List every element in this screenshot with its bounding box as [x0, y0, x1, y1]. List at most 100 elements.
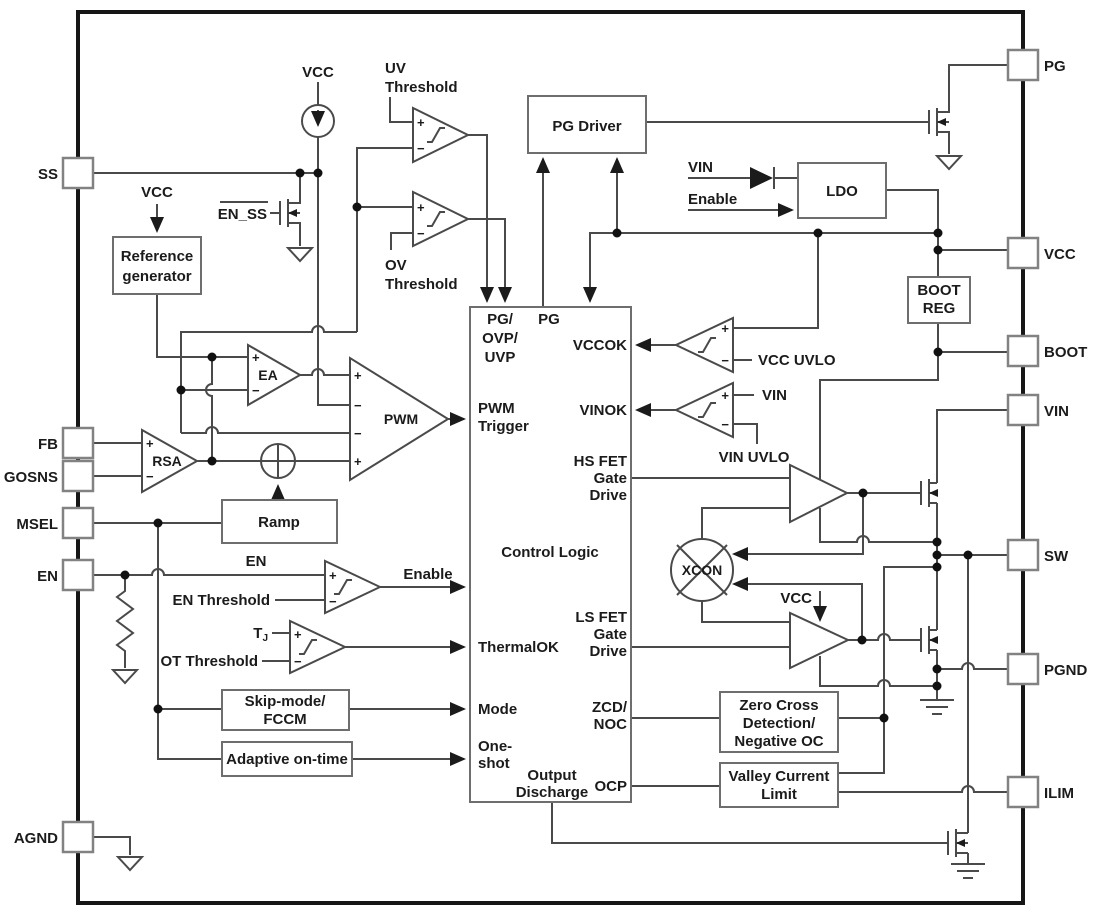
- plus-sign: +: [721, 321, 729, 336]
- pwm-label: PWM: [384, 411, 418, 427]
- pin-vin: [1006, 393, 1040, 427]
- ground-pgnd: [920, 699, 954, 715]
- junction-dots: [120, 168, 973, 723]
- pin-vin-label: VIN: [1044, 403, 1069, 420]
- xcon-label: XCON: [682, 562, 722, 578]
- signal-labels: VCC VCC EN_SS UV Threshold OV Threshold …: [141, 60, 836, 670]
- pg-fet: [928, 108, 946, 136]
- minus-sign: −: [721, 417, 729, 432]
- pg-driver-block: PG Driver: [527, 95, 647, 154]
- port-hs-fet-2: Gate: [594, 470, 627, 487]
- plus-sign: +: [252, 350, 260, 365]
- zero-cross-label-1: Zero Cross: [739, 697, 818, 714]
- pin-vcc-label: VCC: [1044, 246, 1076, 263]
- uv-threshold-label-1: UV: [385, 60, 406, 77]
- port-zcd-noc-1: ZCD/: [592, 699, 628, 716]
- uv-threshold-label-2: Threshold: [385, 79, 458, 96]
- plus-sign: +: [354, 454, 362, 469]
- vin-comp-label: VIN: [762, 387, 787, 404]
- ls-gate-driver: [789, 611, 851, 670]
- plus-sign: +: [294, 627, 302, 642]
- rsa-amplifier: + − RSA: [141, 428, 200, 494]
- pin-pgnd: [1006, 652, 1040, 686]
- enable-ldo-label: Enable: [688, 191, 737, 208]
- pin-fb: [61, 426, 95, 460]
- valley-current-label-1: Valley Current: [729, 768, 830, 785]
- vcc-current-source: [301, 104, 335, 138]
- vcc-uvlo-comparator: + −: [673, 316, 734, 374]
- valley-current-label-2: Limit: [761, 786, 797, 803]
- hs-gate-driver: [789, 463, 850, 524]
- ov-threshold-label-1: OV: [385, 257, 407, 274]
- port-ls-fet-1: LS FET: [575, 609, 627, 626]
- boot-reg-label-1: BOOT: [917, 282, 960, 299]
- port-thermalok: ThermalOK: [478, 639, 559, 656]
- valley-current-block: Valley Current Limit: [719, 762, 839, 808]
- ground-resistor: [110, 669, 140, 685]
- pins: [61, 48, 1040, 854]
- control-logic-block: PG/ OVP/ UVP PG VCCOK PWM Trigger VINOK …: [469, 306, 632, 803]
- reference-generator-block: Reference generator: [112, 236, 202, 295]
- vcc-ref-label: VCC: [141, 184, 173, 201]
- port-hs-fet-3: Drive: [589, 487, 627, 504]
- ea-label: EA: [258, 367, 277, 383]
- ldo-block: LDO: [797, 162, 887, 219]
- zero-cross-label-2: Detection/: [743, 715, 816, 732]
- minus-sign: −: [146, 469, 154, 484]
- ground-pg-fet: [934, 155, 964, 171]
- pin-sw-label: SW: [1044, 548, 1069, 565]
- vin-ldo-label: VIN: [688, 159, 713, 176]
- pin-boot: [1006, 334, 1040, 368]
- pin-boot-label: BOOT: [1044, 344, 1087, 361]
- zero-cross-block: Zero Cross Detection/ Negative OC: [719, 691, 839, 753]
- pin-gosns: [61, 459, 95, 493]
- pin-en: [61, 558, 95, 592]
- discharge-fet: [947, 829, 965, 857]
- ldo-label: LDO: [826, 183, 858, 200]
- ground-en-ss: [285, 247, 315, 263]
- minus-sign: −: [354, 398, 362, 413]
- plus-sign: +: [417, 200, 425, 215]
- port-pg-ovp-uvp-2: OVP/: [482, 330, 519, 347]
- pin-msel: [61, 506, 95, 540]
- wires: [93, 64, 1008, 864]
- pwm-comparator: + − − + PWM: [349, 356, 450, 482]
- en-comparator: + −: [324, 559, 383, 615]
- minus-sign: −: [329, 594, 337, 609]
- en-threshold-label: EN Threshold: [172, 592, 270, 609]
- port-ocp: OCP: [594, 778, 627, 795]
- summing-junction: [260, 443, 296, 479]
- en-signal-label: EN: [246, 553, 267, 570]
- pin-en-label: EN: [37, 568, 58, 585]
- port-pwm-trigger-1: PWM: [478, 400, 515, 417]
- port-ls-fet-2: Gate: [594, 626, 627, 643]
- reference-generator-label-1: Reference: [121, 248, 194, 265]
- enable-out-label: Enable: [403, 566, 452, 583]
- port-hs-fet-1: HS FET: [574, 453, 627, 470]
- ground-discharge: [951, 863, 985, 879]
- minus-sign: −: [417, 141, 425, 156]
- plus-sign: +: [721, 388, 729, 403]
- plus-sign: +: [329, 568, 337, 583]
- control-logic-label: Control Logic: [501, 544, 599, 561]
- vcc-ls-driver-label: VCC: [780, 590, 812, 607]
- pin-ss-label: SS: [38, 166, 58, 183]
- plus-sign: +: [146, 436, 154, 451]
- ground-agnd: [115, 856, 145, 872]
- pin-agnd-label: AGND: [14, 830, 58, 847]
- minus-sign: −: [252, 383, 260, 398]
- port-vinok: VINOK: [579, 402, 627, 419]
- pin-vcc: [1006, 236, 1040, 270]
- port-pg-ovp-uvp-1: PG/: [487, 311, 514, 328]
- ls-fet: [920, 626, 938, 654]
- ramp-label: Ramp: [258, 514, 300, 531]
- uv-comparator: + −: [412, 106, 471, 164]
- minus-sign: −: [354, 426, 362, 441]
- port-output-discharge-1: Output: [527, 767, 576, 784]
- ground-symbols: [110, 155, 985, 879]
- zero-cross-label-3: Negative OC: [734, 733, 823, 750]
- tj-label: TJ: [253, 625, 268, 644]
- ramp-block: Ramp: [221, 499, 338, 544]
- skip-mode-block: Skip-mode/ FCCM: [221, 689, 350, 731]
